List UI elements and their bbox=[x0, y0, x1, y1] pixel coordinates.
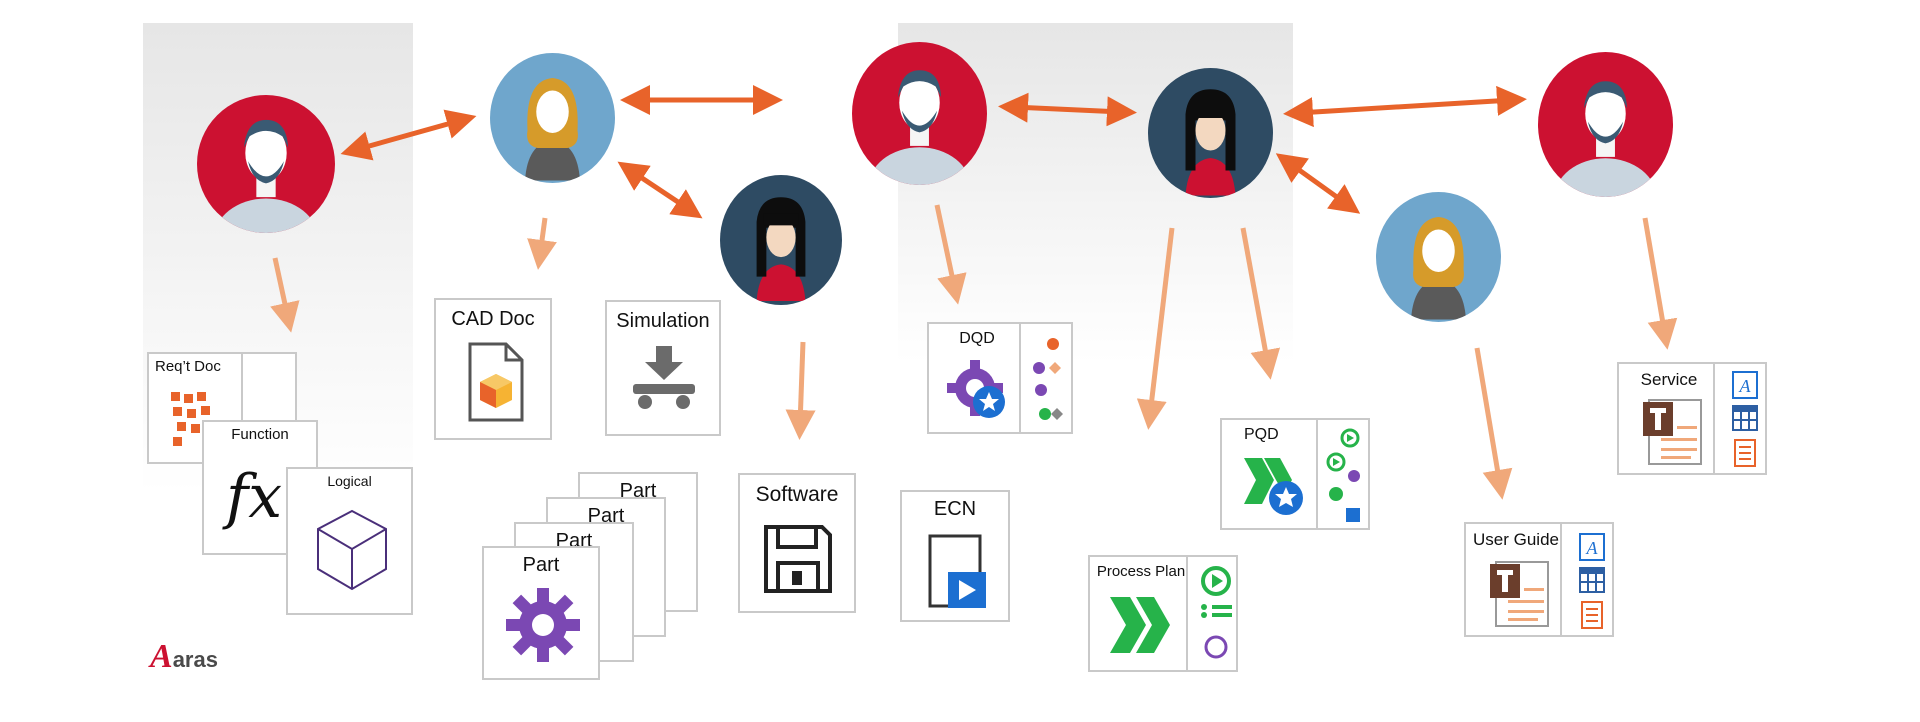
card-pqd: PQD bbox=[1220, 418, 1370, 530]
card-part-3-title: Part bbox=[587, 505, 625, 527]
avatar-man-2 bbox=[852, 42, 987, 185]
simulation-press-icon bbox=[633, 346, 695, 409]
card-process-plan-side bbox=[1186, 557, 1236, 670]
card-simulation-title: Simulation bbox=[616, 310, 710, 332]
card-process-plan-title: Process Plan bbox=[1096, 563, 1186, 580]
fx-icon: fx bbox=[226, 462, 283, 532]
chevron-icon bbox=[1110, 597, 1170, 653]
pqd-side-icons bbox=[1326, 428, 1360, 522]
side-format-icons: A bbox=[1579, 533, 1605, 629]
dqd-side-icons bbox=[1033, 338, 1063, 420]
document-t-icon bbox=[1643, 399, 1702, 465]
arrow-down-4 bbox=[934, 204, 967, 305]
card-dqd-side bbox=[1019, 324, 1071, 432]
card-user-guide: User Guide A bbox=[1464, 522, 1614, 637]
arrow-down-1 bbox=[270, 257, 300, 333]
arrow-down-6 bbox=[1240, 227, 1281, 380]
side-format-icons: A bbox=[1732, 371, 1758, 467]
process-side-icons bbox=[1201, 566, 1232, 659]
card-part-1-title: Part bbox=[522, 554, 560, 576]
card-dqd: DQD bbox=[927, 322, 1073, 434]
card-reqt-doc-side bbox=[241, 354, 295, 462]
arrow-collab-3 bbox=[617, 161, 703, 219]
card-simulation: Simulation bbox=[605, 300, 721, 436]
arrow-down-8 bbox=[1642, 217, 1678, 350]
arrow-collab-4 bbox=[998, 92, 1137, 127]
card-part-1: Part bbox=[482, 546, 600, 680]
avatar-woman-blonde-2 bbox=[1376, 192, 1501, 322]
card-user-guide-side bbox=[1560, 524, 1612, 635]
card-dqd-title: DQD bbox=[959, 330, 995, 347]
aras-logo-text: aras bbox=[172, 647, 218, 672]
arrow-down-3 bbox=[785, 341, 816, 440]
card-cad-doc-title: CAD Doc bbox=[451, 308, 535, 330]
chevron-star-icon bbox=[1244, 458, 1303, 515]
play-document-icon bbox=[928, 534, 986, 608]
aras-logo: Aaras bbox=[150, 638, 218, 676]
avatar-man-3 bbox=[1538, 52, 1673, 197]
card-user-guide-title: User Guide bbox=[1473, 530, 1559, 549]
aras-logo-mark: A bbox=[150, 638, 173, 675]
card-ecn: ECN bbox=[900, 490, 1010, 622]
card-software: Software bbox=[738, 473, 856, 613]
card-service: Service A bbox=[1617, 362, 1767, 475]
arrow-down-2 bbox=[527, 217, 557, 270]
gear-icon bbox=[506, 588, 580, 662]
avatar-man-1 bbox=[197, 95, 335, 233]
card-ecn-title: ECN bbox=[933, 498, 977, 520]
arrow-collab-6 bbox=[1275, 153, 1361, 214]
scatter-grid-icon bbox=[171, 392, 210, 446]
arrow-down-5 bbox=[1136, 227, 1175, 430]
card-part-4-title: Part bbox=[619, 480, 657, 502]
card-service-title: Service bbox=[1640, 370, 1698, 389]
avatar-woman-blonde-1 bbox=[490, 53, 615, 183]
arrow-down-7 bbox=[1474, 347, 1513, 500]
cube-outline-icon bbox=[317, 509, 387, 591]
card-logical: Logical bbox=[286, 467, 413, 615]
cad-cube-icon bbox=[468, 342, 524, 422]
card-cad-doc: CAD Doc bbox=[434, 298, 552, 440]
card-reqt-doc-title: Req’t Doc bbox=[155, 358, 221, 375]
arrow-collab-5 bbox=[1283, 85, 1527, 128]
svg-text:A: A bbox=[1739, 376, 1752, 396]
card-function-title: Function bbox=[231, 426, 289, 443]
card-service-side bbox=[1713, 364, 1765, 473]
gear-star-icon bbox=[947, 360, 1005, 418]
card-pqd-title: PQD bbox=[1244, 426, 1279, 443]
card-process-plan: Process Plan bbox=[1088, 555, 1238, 672]
card-logical-title: Logical bbox=[327, 473, 372, 489]
card-software-title: Software bbox=[755, 483, 839, 506]
arrow-collab-1 bbox=[340, 109, 477, 161]
card-pqd-side bbox=[1316, 420, 1368, 528]
document-t-icon bbox=[1490, 561, 1549, 627]
svg-text:A: A bbox=[1586, 538, 1599, 558]
avatar-woman-dark-2 bbox=[1148, 68, 1273, 198]
avatar-woman-dark-1 bbox=[720, 175, 842, 305]
floppy-disk-icon bbox=[764, 525, 832, 593]
